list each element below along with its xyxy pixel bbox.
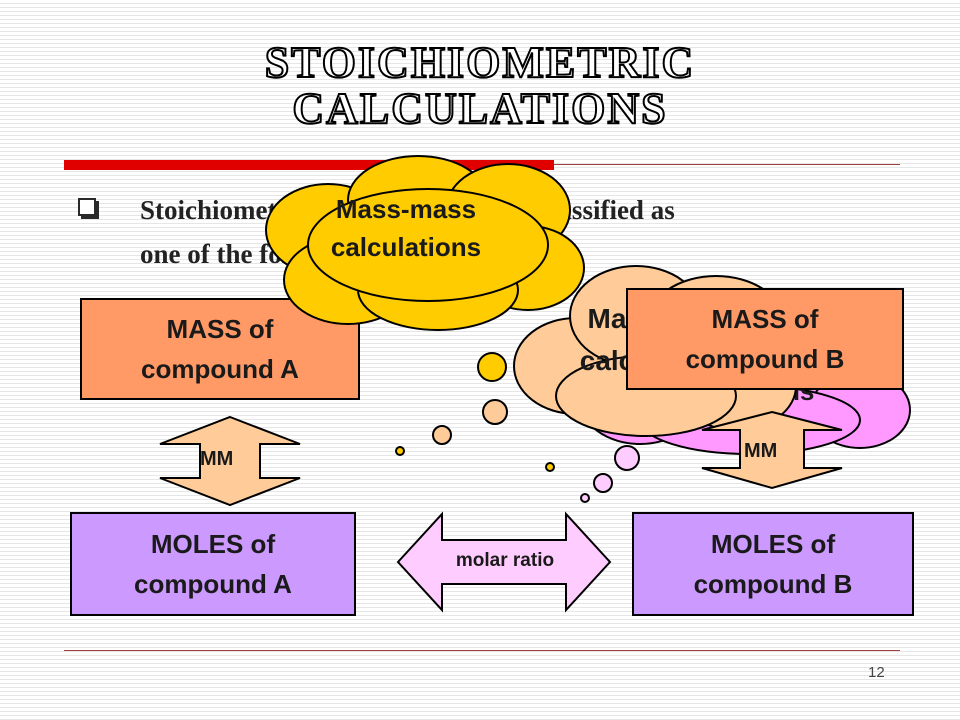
page-title: STOICHIOMETRIC CALCULATIONS [264, 38, 696, 133]
right-mm-label: MM [744, 440, 778, 462]
header-accent-bar [64, 160, 554, 170]
moles-compound-a-box: MOLES of compound A [70, 512, 356, 616]
molar-ratio-arrow [396, 511, 612, 613]
moles-compound-b-box: MOLES of compound B [632, 512, 914, 616]
footer-divider [64, 650, 900, 651]
mass-mass-cloud-label: Mass-mass calculations [330, 194, 482, 262]
mass-mole-cloud-partial-label: Ma calc [579, 303, 635, 376]
thought-bubbles [395, 352, 640, 503]
bullet-square-icon [78, 198, 96, 216]
right-mm-arrow [701, 410, 843, 490]
page-number: 12 [868, 664, 885, 681]
yellow-cloud [265, 155, 585, 331]
molar-ratio-label: molar ratio [455, 550, 555, 571]
left-mm-arrow [159, 415, 301, 507]
mass-compound-a-box: MASS of compound A [80, 298, 360, 400]
mass-compound-b-box: MASS of compound B [626, 288, 904, 390]
left-mm-label: MM [200, 448, 234, 470]
